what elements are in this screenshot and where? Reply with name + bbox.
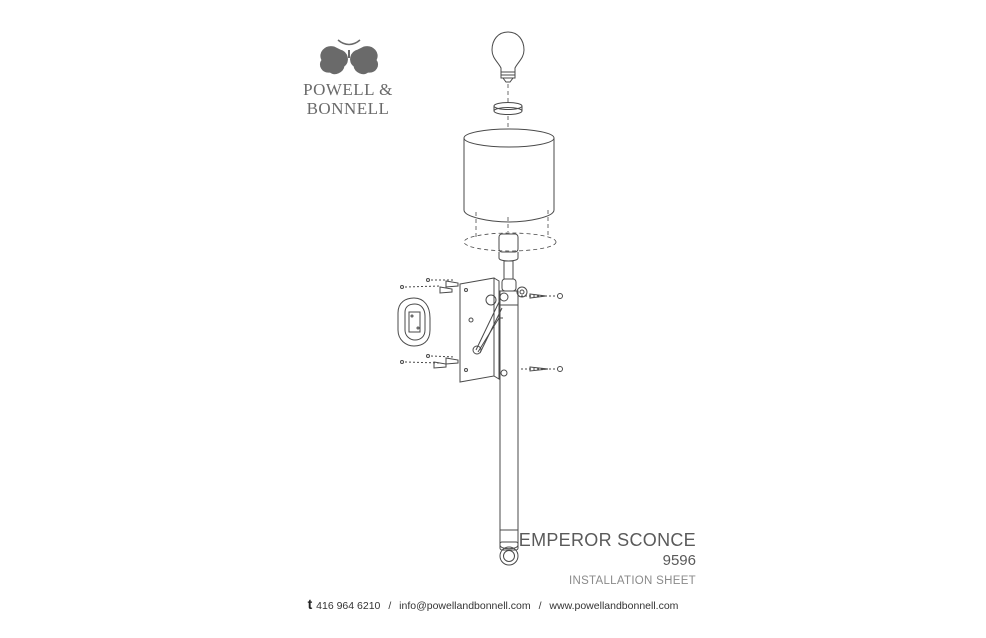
- sheet-type: INSTALLATION SHEET: [568, 575, 696, 587]
- phone-number: 416 964 6210: [316, 600, 381, 612]
- product-name: EMPEROR SCONCE: [518, 530, 696, 550]
- brand-line-1: POWELL &: [303, 80, 393, 99]
- product-number: 9596: [662, 552, 696, 569]
- separator: /: [538, 600, 542, 612]
- mounting-screws: [400, 278, 563, 372]
- acorn-leaves-logo: [319, 39, 379, 75]
- separator: /: [388, 600, 392, 612]
- phone-prefix: t: [307, 596, 313, 612]
- website-link[interactable]: www.powellandbonnell.com: [549, 600, 679, 612]
- product-title-block: EMPEROR SCONCE 9596 INSTALLATION SHEET: [519, 530, 696, 589]
- brand-wordmark: POWELL & BONNELL: [300, 80, 396, 118]
- wall-backplate: [459, 277, 500, 383]
- socket: [498, 233, 519, 280]
- sconce-rod: [499, 278, 519, 566]
- light-bulb: [491, 31, 525, 83]
- oval-shade: [463, 128, 555, 223]
- support-bracket: [472, 286, 528, 355]
- brand-line-2: BONNELL: [306, 99, 390, 118]
- contact-footer: t 416 964 6210 / info@powellandbonnell.c…: [0, 596, 986, 612]
- email-link[interactable]: info@powellandbonnell.com: [399, 600, 531, 612]
- junction-box: [397, 297, 431, 347]
- shade-ring: [493, 102, 523, 115]
